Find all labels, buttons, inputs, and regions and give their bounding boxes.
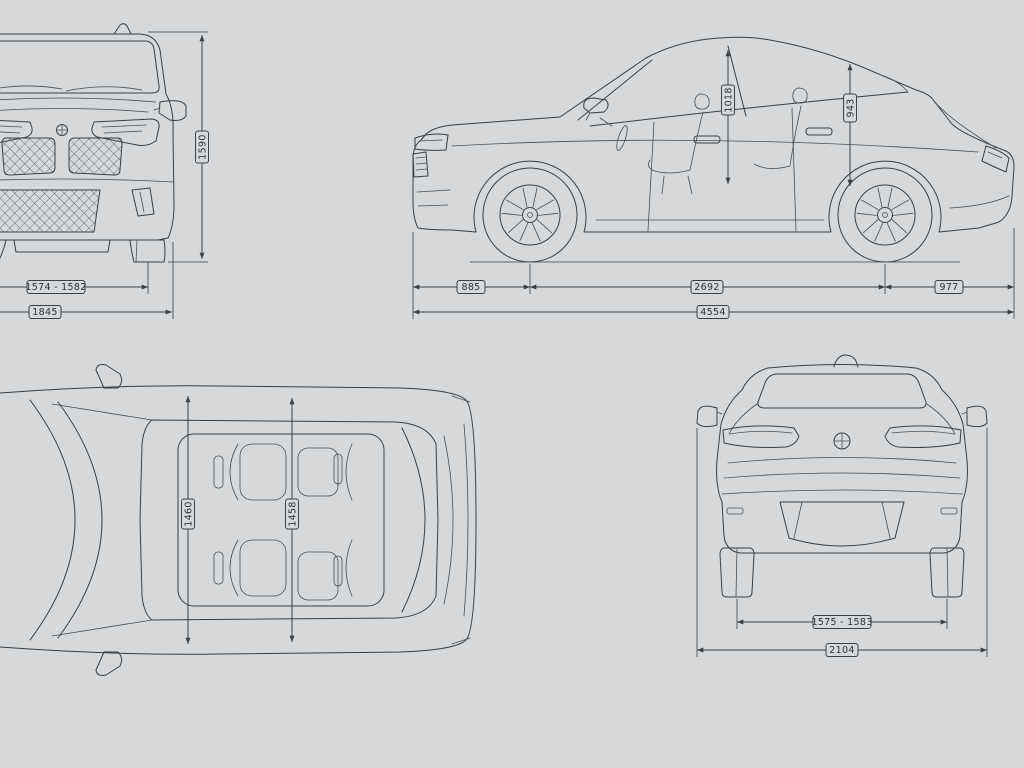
tire-left [0, 239, 7, 260]
taillight-left [722, 425, 800, 448]
rear-window [757, 373, 927, 409]
width-body-value: 1845 [32, 307, 57, 318]
length-label: 4554 [696, 305, 730, 319]
rear-car-body [696, 354, 988, 598]
side-car-body [412, 36, 1015, 263]
interior-width-front-value: 1460 [184, 501, 195, 526]
wheelbase-value: 2692 [694, 282, 719, 293]
windshield-base-arc [57, 401, 103, 639]
front-seats [213, 443, 287, 597]
kidney-grille-right [68, 137, 123, 176]
rear-diffuser [779, 501, 905, 547]
track-rear-value: 1575 - 1583 [811, 617, 872, 628]
rear-wheel [837, 167, 933, 263]
taillamp-side [981, 145, 1010, 173]
rear-dimensions: 1575 - 1583 2104 [696, 428, 988, 657]
kidney-grille-left [1, 137, 56, 176]
center-valance [13, 239, 111, 253]
tire-right [129, 239, 166, 263]
overhang-front-value: 885 [461, 282, 480, 293]
length-value: 4554 [700, 307, 725, 318]
track-front-dim-label: 1574 - 1582 [25, 280, 86, 294]
front-view: 1590 1574 - 1582 1845 [0, 23, 209, 319]
wiper-left [0, 85, 63, 90]
width-mirrors-label: 2104 [825, 643, 859, 657]
front-height-value: 1590 [198, 134, 209, 159]
interior-width-rear-value: 1458 [288, 501, 299, 526]
door-handle-rear [805, 127, 833, 136]
taillight-right [884, 425, 962, 448]
windshield-line [577, 59, 653, 121]
height-dim-label: 1590 [195, 130, 209, 164]
track-rear-label: 1575 - 1583 [811, 615, 872, 629]
antenna-fin-icon [113, 23, 132, 35]
overhang-front-label: 885 [456, 280, 486, 294]
headroom-front-label: 1018 [721, 84, 735, 116]
hood-rear-arc [29, 399, 76, 641]
headroom-front-value: 1018 [724, 87, 735, 112]
wheelbase-label: 2692 [690, 280, 724, 294]
mirror-right [153, 100, 187, 121]
side-view: 1018 943 885 2692 977 [412, 36, 1015, 319]
door-seam-front [647, 121, 655, 232]
headlight-left [0, 119, 33, 143]
side-dimensions: 1018 943 885 2692 977 [412, 50, 1015, 319]
top-dimensions: 1460 1458 [181, 396, 299, 644]
front-dimensions: 1590 1574 - 1582 1845 [0, 31, 209, 319]
sunroof [177, 433, 385, 607]
mirror-icon [583, 97, 609, 121]
beltline [589, 91, 909, 127]
front-wheel [482, 167, 578, 263]
side-intake-right [131, 187, 155, 217]
b-pillar [727, 45, 747, 117]
mirror-rear-right-icon [961, 405, 988, 428]
rear-window-arc [401, 427, 426, 613]
mirror-bottom-icon [95, 651, 123, 676]
width-mirrors-value: 2104 [829, 645, 854, 656]
top-car-body [0, 364, 477, 676]
nose-grille-side [412, 151, 429, 178]
wiper-right [65, 86, 143, 92]
interior-width-front-label: 1460 [181, 498, 195, 530]
door-seam-rear [791, 107, 797, 232]
rear-tire-left [719, 547, 755, 598]
lower-grille [0, 189, 101, 233]
front-car-body [0, 23, 187, 263]
bmw-roundel-rear-icon [833, 432, 851, 450]
rear-view: 1575 - 1583 2104 [696, 354, 988, 657]
headroom-rear-value: 943 [846, 98, 857, 117]
width-dim-label: 1845 [28, 305, 62, 319]
interior-silhouette [599, 87, 808, 195]
headlamp-side [414, 133, 449, 151]
door-handle-front [693, 135, 721, 144]
mirror-rear-left-icon [696, 405, 723, 428]
character-line [451, 139, 979, 153]
reflector-right [940, 507, 958, 515]
headroom-rear-label: 943 [843, 93, 857, 123]
headlight-right [91, 118, 160, 146]
greenhouse-outline [139, 419, 439, 621]
bmw-roundel-icon [56, 124, 68, 136]
antenna-fin-rear-icon [833, 354, 859, 368]
interior-width-rear-label: 1458 [285, 498, 299, 530]
track-front-value: 1574 - 1582 [25, 282, 86, 293]
reflector-left [726, 507, 744, 515]
rear-seats [297, 443, 353, 601]
mirror-top-icon [95, 364, 123, 389]
windshield [0, 40, 160, 94]
rear-tire-right [929, 547, 965, 598]
overhang-rear-value: 977 [939, 282, 958, 293]
top-view: 1460 1458 [0, 364, 477, 676]
overhang-rear-label: 977 [934, 280, 964, 294]
